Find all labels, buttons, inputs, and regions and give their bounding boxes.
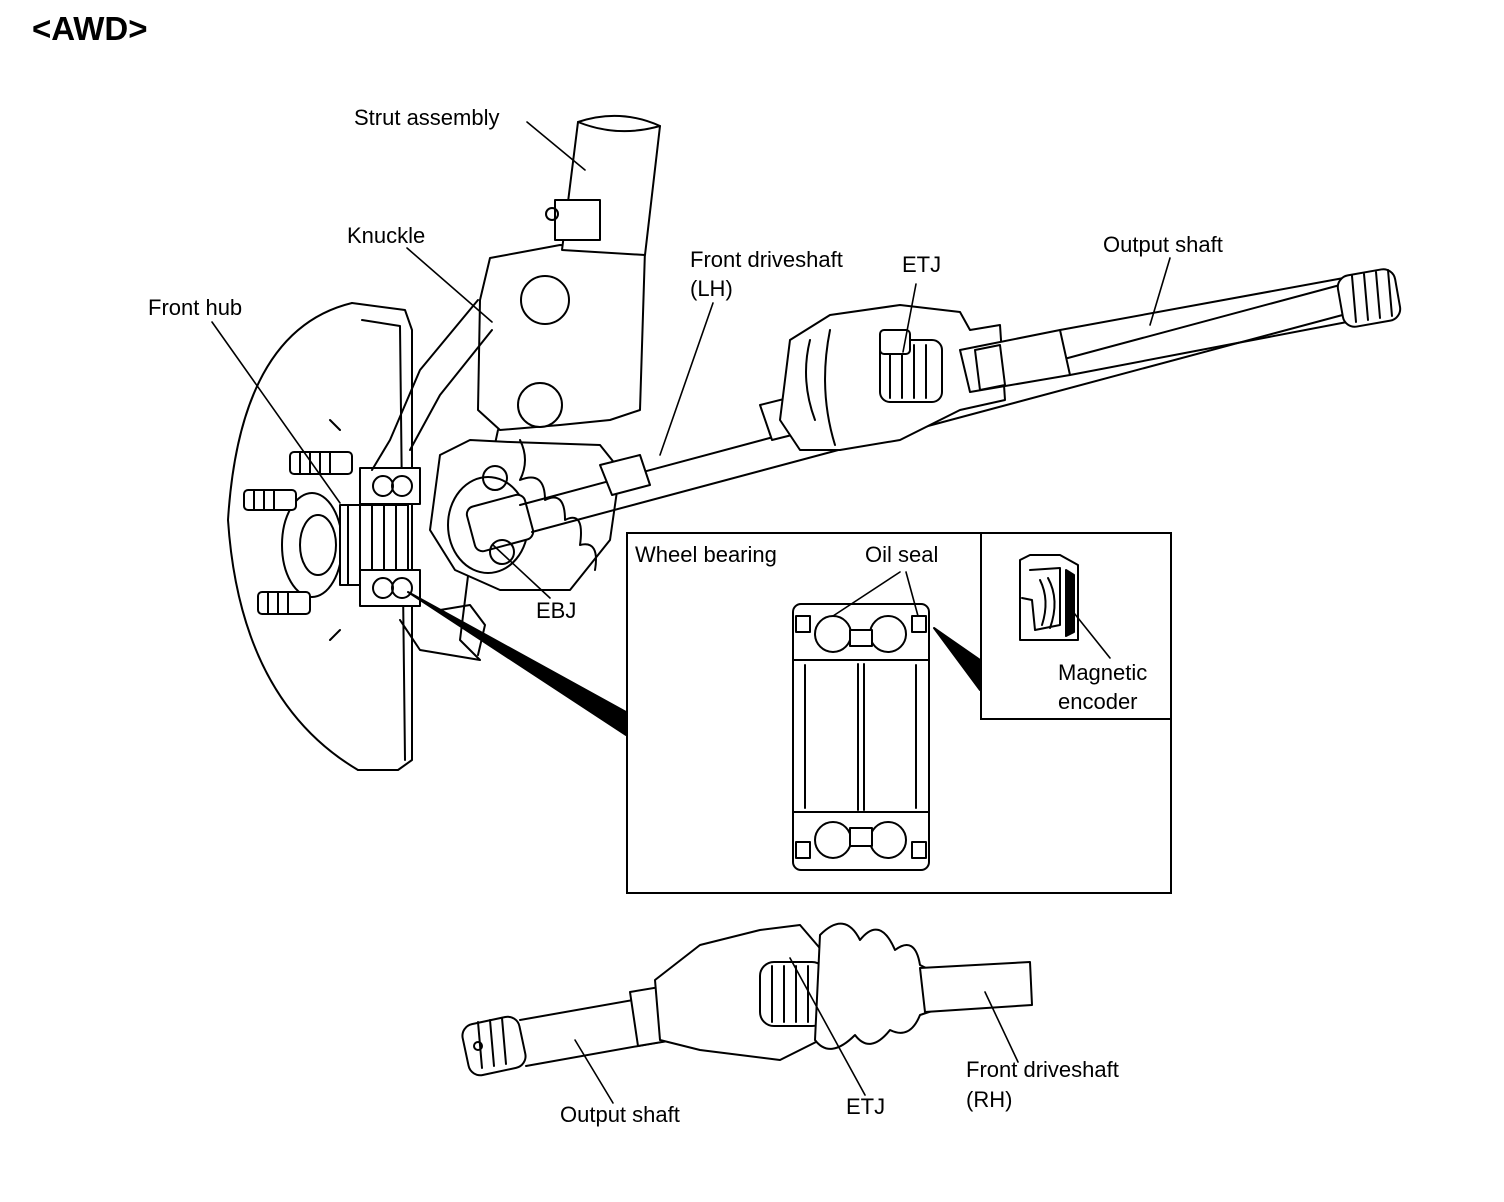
label-knuckle: Knuckle (347, 223, 426, 248)
inset-pointer-left (407, 591, 627, 736)
label-front-driveshaft-rh-2: (RH) (966, 1087, 1013, 1112)
label-output-shaft-upper: Output shaft (1103, 232, 1223, 257)
wheel-bearing-section (792, 603, 930, 871)
oil-seal-inset (980, 532, 1172, 720)
page-title: <AWD> (32, 10, 148, 47)
label-output-shaft-lower: Output shaft (560, 1102, 680, 1127)
front-driveshaft-lh (429, 268, 1402, 591)
oil-seal-detail (1019, 554, 1079, 641)
label-wheel-bearing: Wheel bearing (635, 542, 777, 567)
label-etj-upper: ETJ (902, 252, 942, 277)
label-front-driveshaft-lh-2: (LH) (690, 276, 733, 301)
label-magnetic-encoder-1: Magnetic (1058, 660, 1148, 685)
label-front-hub: Front hub (148, 295, 243, 320)
label-oil-seal: Oil seal (865, 542, 939, 567)
leader-lines (211, 121, 1171, 1104)
front-hub (243, 451, 421, 615)
label-front-driveshaft-lh-1: Front driveshaft (690, 247, 843, 272)
label-strut-assembly: Strut assembly (354, 105, 500, 130)
label-etj-lower: ETJ (846, 1094, 886, 1119)
label-ebj: EBJ (536, 598, 577, 623)
label-front-driveshaft-rh-1: Front driveshaft (966, 1057, 1119, 1082)
label-magnetic-encoder-2: encoder (1058, 689, 1138, 714)
strut-assembly (545, 114, 661, 256)
front-driveshaft-rh (461, 922, 1033, 1077)
